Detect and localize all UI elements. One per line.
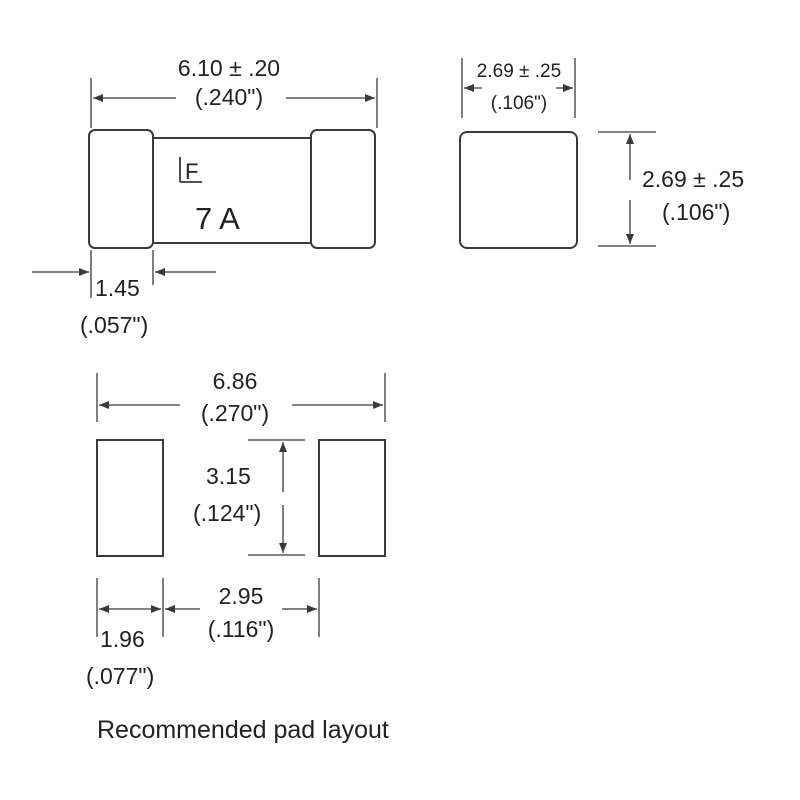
fuse-end-square <box>459 131 578 249</box>
pad-right <box>318 439 386 557</box>
pad-overall-mm-label: 6.86 <box>213 368 258 394</box>
pad-width-in-label: (.077") <box>86 663 154 689</box>
pad-layout-caption: Recommended pad layout <box>97 716 389 744</box>
fuse-top-view: F 7 A 6.10 ± .20 (.240") 1.45 (.057") <box>32 55 378 338</box>
end-height-in-label: (.106") <box>662 199 730 225</box>
fuse-end-view: 2.69 ± .25 (.106") 2.69 ± .25 (.106") <box>459 58 744 249</box>
pad-overall-in-label: (.270") <box>201 400 269 426</box>
fuse-body <box>152 137 312 244</box>
pad-layout: 6.86 (.270") 3.15 (.124") 2.95 (.116") 1… <box>86 368 389 744</box>
end-width-mm-label: 2.69 ± .25 <box>477 61 561 82</box>
end-height-mm-label: 2.69 ± .25 <box>642 166 744 192</box>
gap-mm-label: 2.95 <box>219 583 264 609</box>
pad-height-mm-label: 3.15 <box>206 463 251 489</box>
fuse-left-cap <box>88 129 154 249</box>
pad-left <box>96 439 164 557</box>
fuse-logo-text: F <box>185 159 198 184</box>
fuse-right-cap <box>310 129 376 249</box>
fuse-rating-text: 7 A <box>195 201 240 236</box>
end-width-in-label: (.106") <box>491 93 547 114</box>
length-mm-label: 6.10 ± .20 <box>178 55 280 81</box>
pad-height-in-label: (.124") <box>193 500 261 526</box>
length-in-label: (.240") <box>195 84 263 110</box>
pad-width-mm-label: 1.96 <box>100 626 145 652</box>
gap-in-label: (.116") <box>208 616 275 642</box>
littelfuse-logo-icon: F <box>179 157 202 184</box>
cap-width-in-label: (.057") <box>80 312 148 338</box>
cap-width-mm-label: 1.45 <box>95 275 140 301</box>
